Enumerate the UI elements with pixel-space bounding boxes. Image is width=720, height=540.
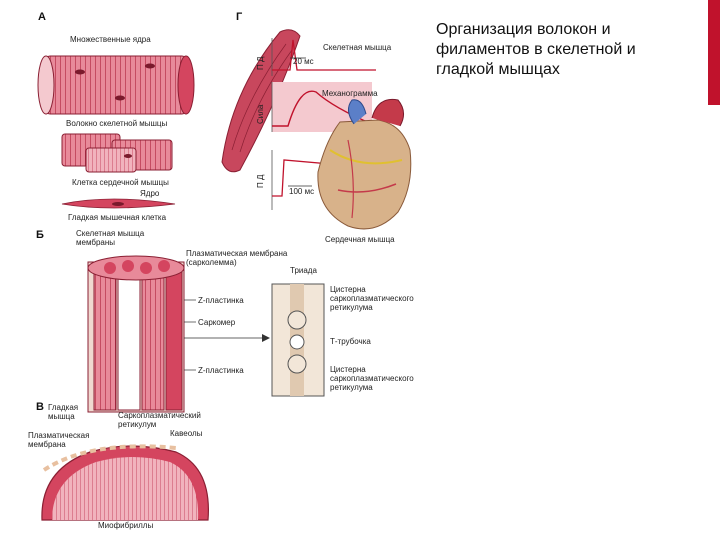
label-mechanogram: Механограмма <box>322 89 378 98</box>
smooth-cell <box>62 199 175 208</box>
label-heart: Сердечная мышца <box>325 235 395 244</box>
triad-detail <box>272 284 324 396</box>
label-skeletal: Скелетная мышца <box>323 43 392 52</box>
label-pd-bottom: П Д <box>256 174 265 188</box>
label-nuclei: Множественные ядра <box>70 35 151 44</box>
label-myofibrils: Миофибриллы <box>98 521 153 530</box>
panel-g-letter: Г <box>236 11 243 23</box>
muscle-figure: А Множественные ядра Волокно скелетной м… <box>0 0 430 540</box>
accent-bar <box>708 0 720 105</box>
slide-title: Организация волокон и филаментов в скеле… <box>436 20 706 80</box>
label-skeletal-cell: Волокно скелетной мышцы <box>66 119 168 128</box>
label-force: Сила <box>256 104 265 124</box>
label-smooth-cell: Гладкая мышечная клетка <box>68 213 167 222</box>
label-t-tubule: Т-трубочка <box>330 337 371 346</box>
label-nucleus: Ядро <box>140 189 160 198</box>
label-z-disk-bottom: Z-пластинка <box>198 366 244 375</box>
label-cardiac-cell: Клетка сердечной мышцы <box>72 178 169 187</box>
cardiac-cells <box>62 134 172 172</box>
fiber-bundle <box>88 256 184 412</box>
panel-v-letter: В <box>36 401 44 413</box>
panel-a-letter: А <box>38 11 46 23</box>
label-z-disk-top: Z-пластинка <box>198 296 244 305</box>
skeletal-fiber <box>38 56 194 114</box>
time-top: 20 мс <box>293 57 314 66</box>
smooth-cross-section <box>42 446 208 520</box>
time-bottom: 100 мс <box>289 187 314 196</box>
label-pd-top: П Д <box>256 56 265 70</box>
label-caveolae: Кавеолы <box>170 429 203 438</box>
label-triad: Триада <box>290 266 317 275</box>
label-sarcomere: Саркомер <box>198 318 236 327</box>
panel-b-letter: Б <box>36 229 44 241</box>
label-plasma-membrane: Плазматическая мембрана(сарколемма) <box>186 249 288 267</box>
